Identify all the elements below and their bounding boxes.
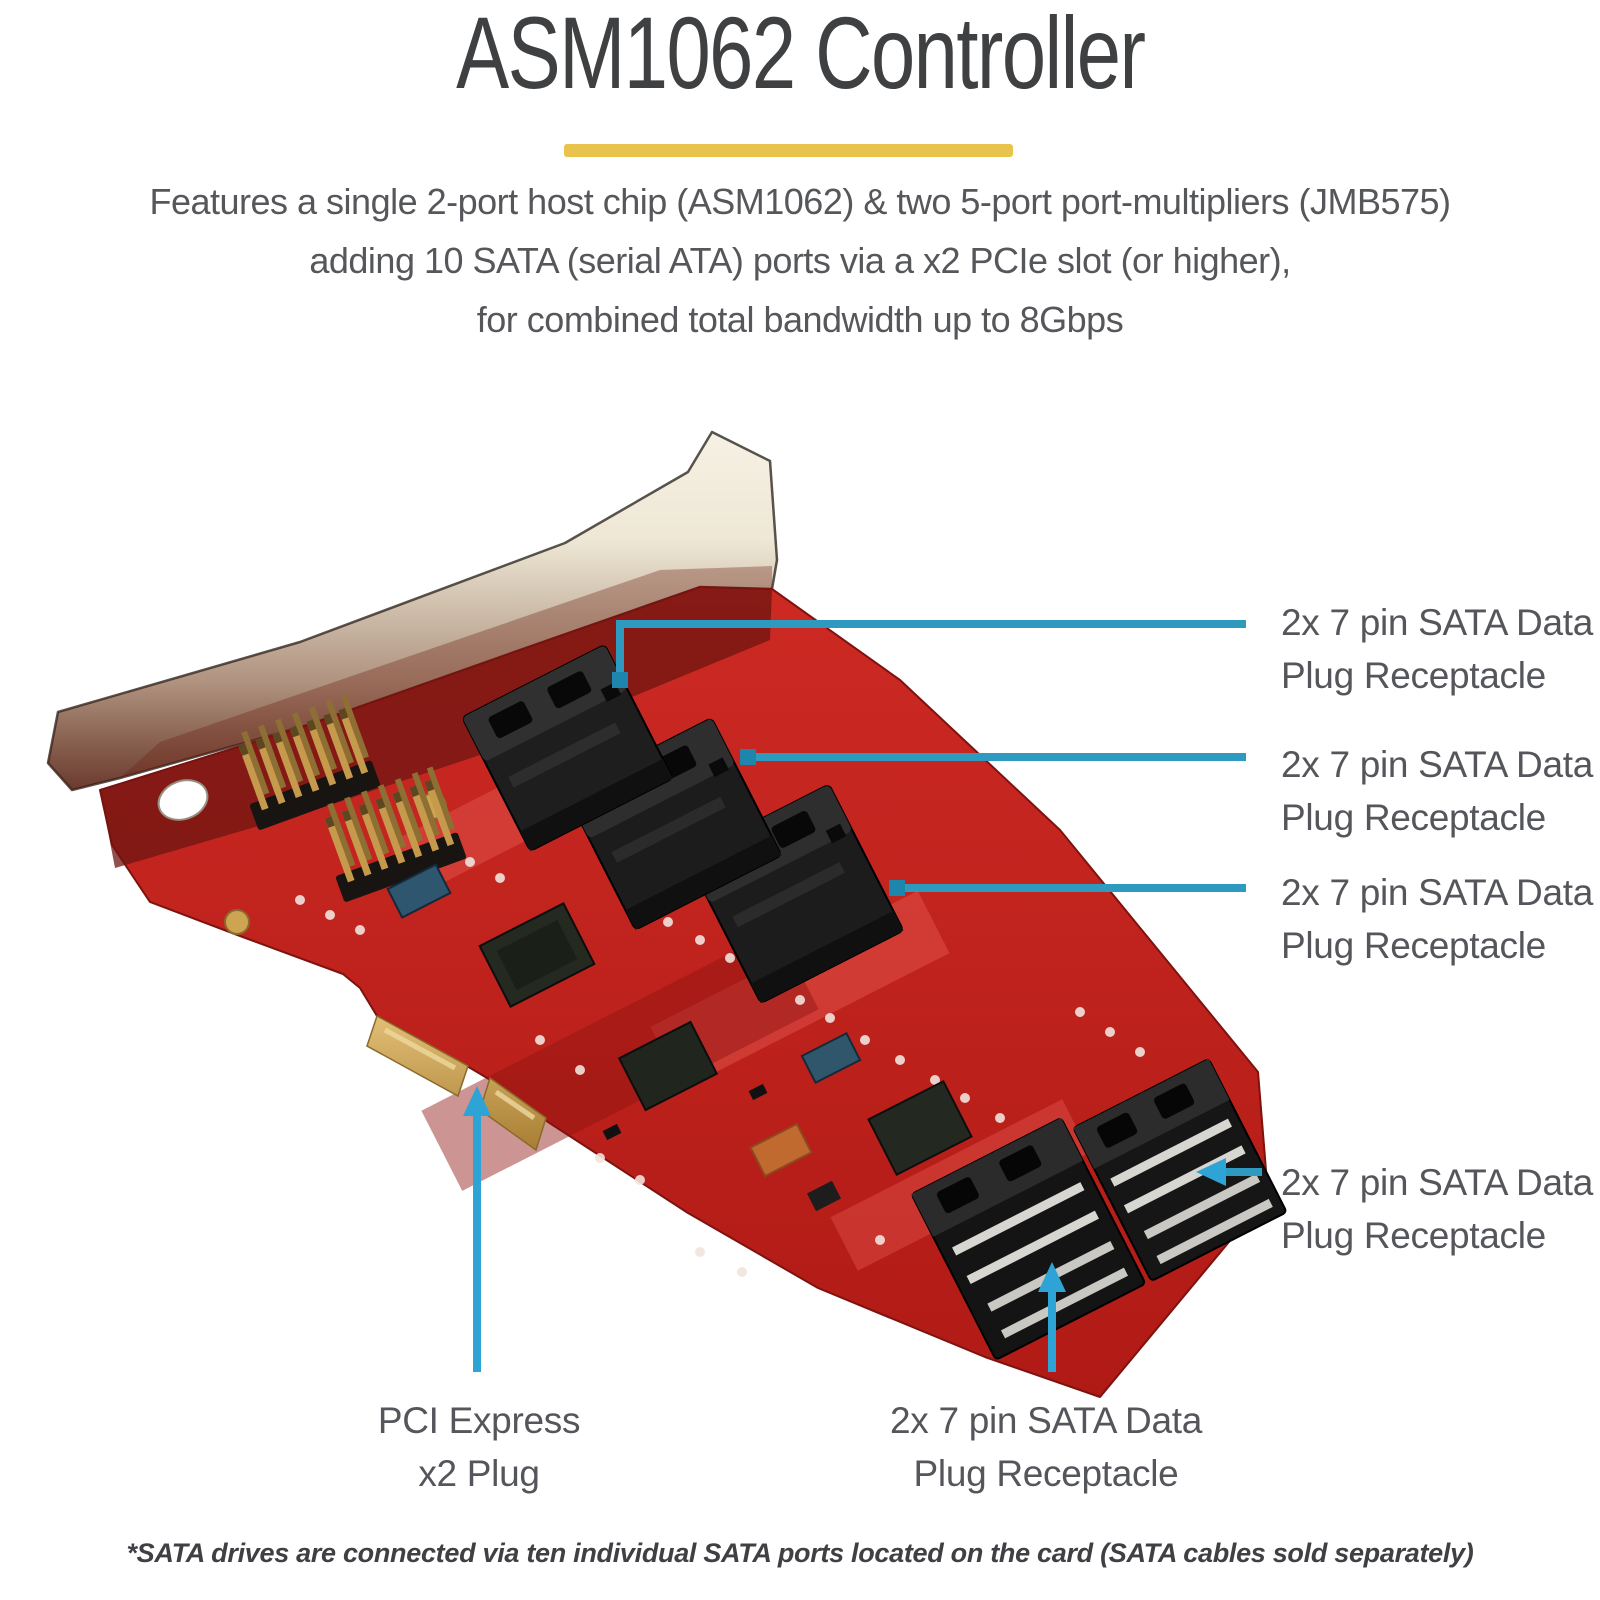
description: Features a single 2-port host chip (ASM1… (20, 172, 1580, 349)
title-underline (564, 144, 1013, 157)
pin-header-1 (234, 694, 381, 830)
chip-jmb575-1 (617, 1020, 719, 1112)
description-line-3: for combined total bandwidth up to 8Gbps (476, 299, 1124, 340)
chip-jmb575-2 (867, 1079, 973, 1177)
bracket-screw (224, 909, 250, 935)
callout-caps (612, 672, 905, 896)
callout-arrows (463, 1086, 1226, 1292)
chip-asm1062 (478, 902, 596, 1008)
page-title: ASM1062 Controller (455, 0, 1146, 110)
callout-label-sata-bottom: 2x 7 pin SATA Data Plug Receptacle (889, 1400, 1202, 1494)
callout-label-sata-2: 2x 7 pin SATA Data Plug Receptacle (1281, 744, 1594, 838)
callout-label-sata-1: 2x 7 pin SATA Data Plug Receptacle (1281, 602, 1594, 696)
callout-line-sata-1 (616, 620, 1246, 682)
callout-label-sata-3: 2x 7 pin SATA Data Plug Receptacle (1281, 872, 1594, 966)
footnote: *SATA drives are connected via ten indiv… (126, 1538, 1474, 1568)
pin-header-2 (320, 766, 467, 902)
chip-small-ic-2 (800, 1031, 862, 1085)
component-orange (749, 1122, 813, 1178)
pcie-x2-edge-connector (366, 1014, 547, 1152)
arrow-left-icon (1196, 1158, 1226, 1186)
description-line-2: adding 10 SATA (serial ATA) ports via a … (309, 240, 1291, 281)
pcb-mounting-hole (157, 779, 209, 821)
callout-label-sata-4: 2x 7 pin SATA Data Plug Receptacle (1281, 1162, 1594, 1256)
chip-small-ic-1 (386, 863, 452, 919)
callout-lines (473, 620, 1262, 1372)
controller-chips (386, 863, 973, 1212)
callout-label-pcie: PCI Express x2 Plug (377, 1400, 581, 1494)
arrow-up-icon (1038, 1262, 1066, 1292)
description-line-1: Features a single 2-port host chip (ASM1… (149, 181, 1451, 222)
arrow-up-icon (463, 1086, 491, 1116)
sata-port-top-1 (462, 645, 673, 852)
sata-stack-right (1073, 1058, 1287, 1281)
